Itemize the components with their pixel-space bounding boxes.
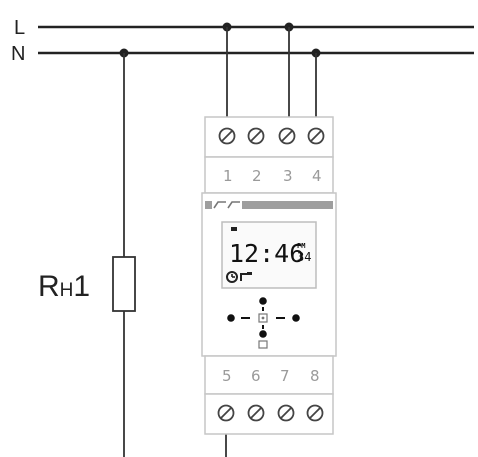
load-resistor bbox=[112, 256, 136, 312]
relay-contact-icon bbox=[213, 201, 240, 209]
terminal-number-5: 5 bbox=[222, 367, 232, 385]
screw-terminal-icon bbox=[247, 404, 265, 422]
right-button[interactable] bbox=[292, 314, 300, 322]
screw-terminal-icon bbox=[217, 404, 235, 422]
lcd-seconds: 34 bbox=[297, 250, 311, 264]
load-label: RH1 bbox=[38, 270, 90, 303]
label-n: N bbox=[11, 43, 25, 65]
load-label-num: 1 bbox=[73, 270, 90, 303]
lcd-pm-flag: PM bbox=[297, 242, 305, 250]
left-button[interactable] bbox=[227, 314, 235, 322]
terminal-number-2: 2 bbox=[252, 167, 262, 185]
menu-button-icon[interactable] bbox=[258, 340, 268, 349]
terminal-number-8: 8 bbox=[310, 367, 320, 385]
terminal-number-7: 7 bbox=[280, 367, 290, 385]
down-button[interactable] bbox=[259, 330, 267, 338]
bottom-number-strip bbox=[204, 355, 334, 395]
ok-button-dot bbox=[261, 316, 265, 320]
screw-terminal-icon bbox=[247, 127, 265, 145]
terminal-number-6: 6 bbox=[251, 367, 261, 385]
load-label-main: R bbox=[38, 270, 60, 303]
lcd-time: 12:46 bbox=[229, 239, 304, 268]
screw-terminal-icon bbox=[277, 404, 295, 422]
terminal-number-3: 3 bbox=[283, 167, 293, 185]
timer-device: 1 2 3 4 12:46 PM 34 bbox=[201, 116, 337, 435]
terminal-number-1: 1 bbox=[223, 167, 233, 185]
relay-stripe-gap bbox=[212, 201, 242, 209]
relay-state-icon bbox=[240, 272, 252, 281]
load-label-sub: H bbox=[60, 280, 74, 301]
screw-terminal-icon bbox=[307, 127, 325, 145]
screw-terminal-icon bbox=[306, 404, 324, 422]
screw-terminal-icon bbox=[218, 127, 236, 145]
lcd-indicator bbox=[231, 227, 237, 231]
label-l: L bbox=[14, 17, 25, 39]
clock-icon bbox=[226, 271, 238, 283]
up-button[interactable] bbox=[259, 297, 267, 305]
relay-stripe bbox=[205, 201, 333, 209]
screw-terminal-icon bbox=[278, 127, 296, 145]
terminal-number-4: 4 bbox=[312, 167, 322, 185]
